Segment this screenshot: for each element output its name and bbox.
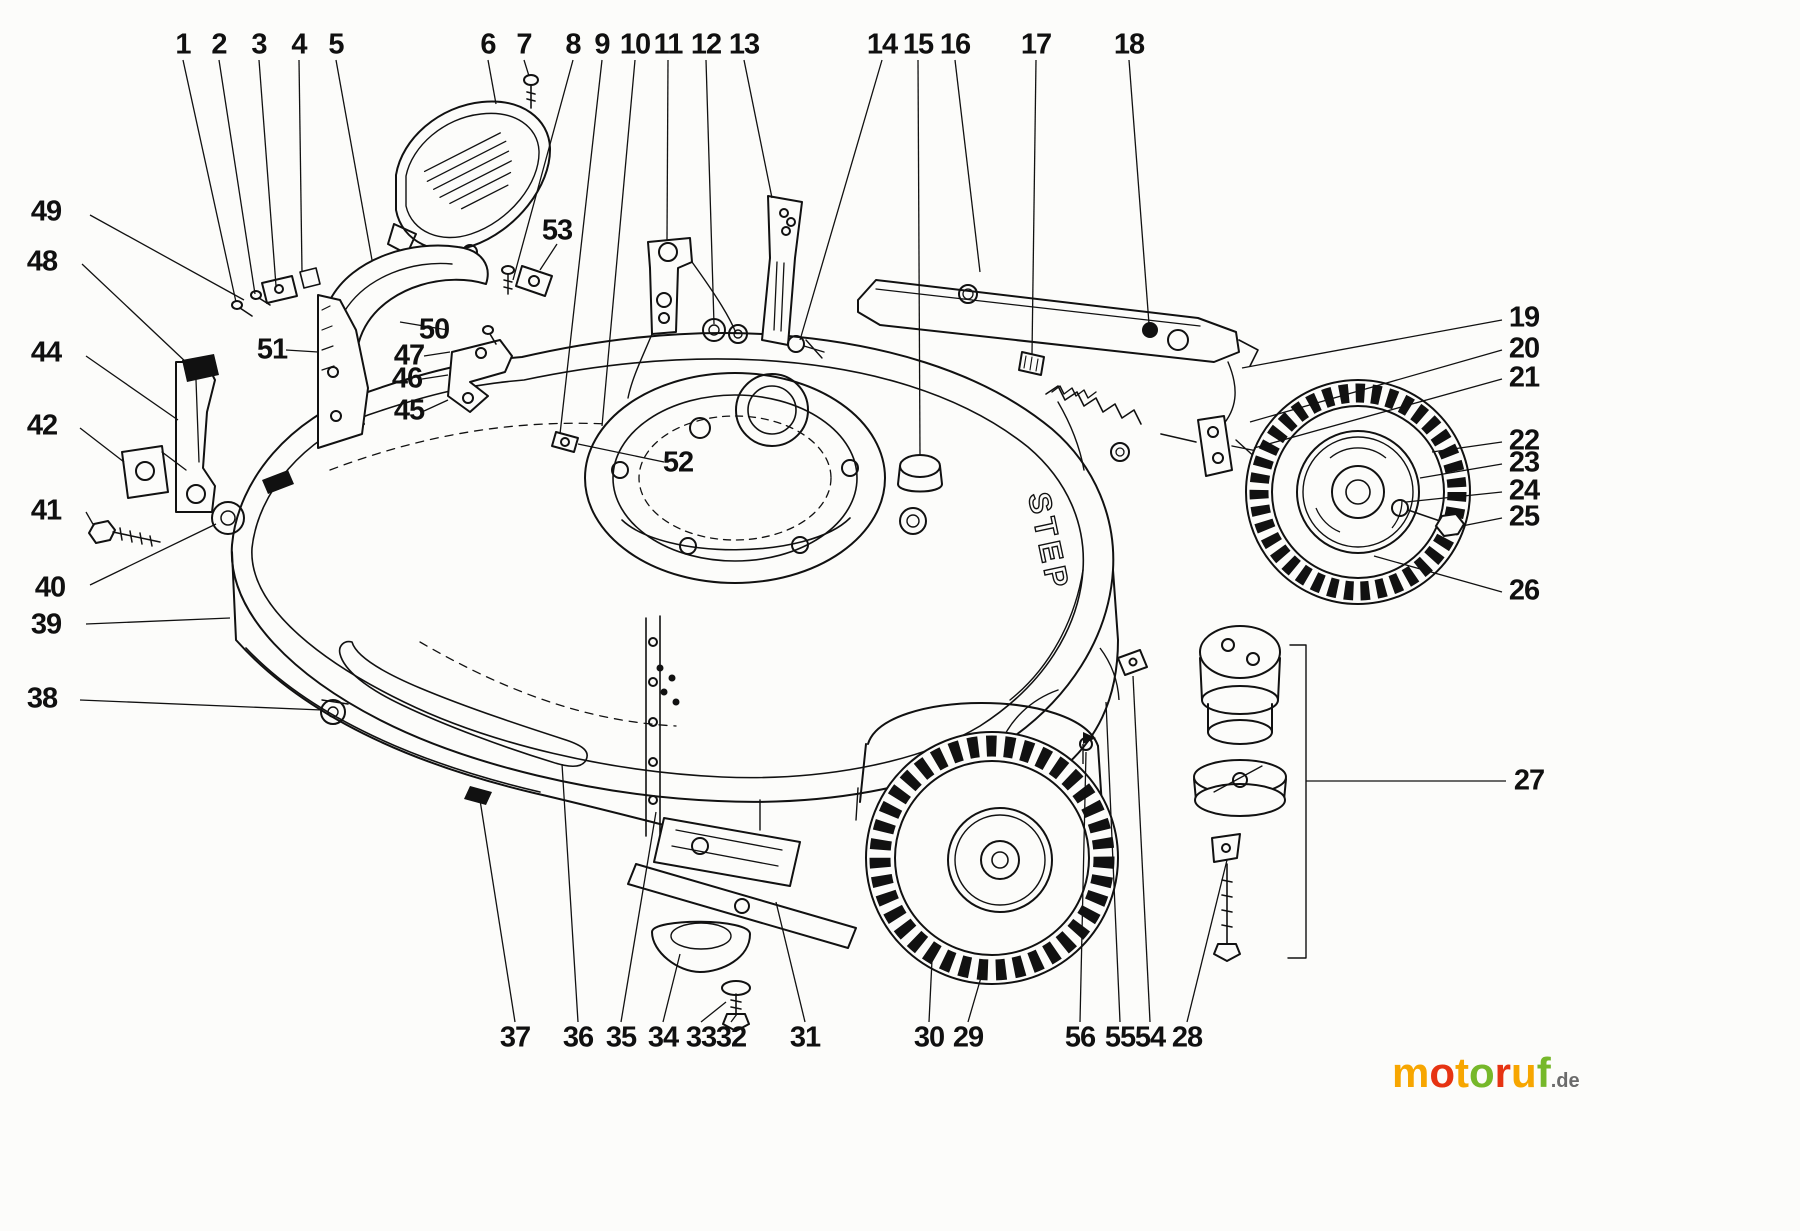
watermark-letter: o — [1429, 1049, 1456, 1096]
watermark-letter: o — [1469, 1049, 1495, 1096]
right-wheel-group — [1245, 379, 1471, 605]
watermark-letter: m — [1392, 1049, 1430, 1096]
linkage-group — [1045, 385, 1263, 477]
watermark-letter: t — [1455, 1049, 1470, 1096]
pulley-group — [1193, 625, 1307, 962]
leader-lines — [79, 59, 1506, 1023]
watermark-suffix: .de — [1550, 1070, 1580, 1092]
rear-wheel-group — [865, 731, 1119, 985]
handle-group — [627, 195, 825, 399]
shroud-group — [387, 74, 552, 260]
deck-group — [230, 332, 1119, 837]
left-parts-group — [88, 354, 349, 725]
watermark-letter: f — [1536, 1049, 1551, 1096]
blade-assembly-group — [627, 817, 857, 1032]
frame-bar-group — [857, 279, 1259, 427]
decal-text-lines — [423, 132, 512, 210]
baffle-group — [231, 244, 579, 453]
motoruf-watermark: motoruf.de — [1392, 1052, 1580, 1094]
watermark-letter: r — [1494, 1049, 1512, 1096]
rear-pins-group — [1079, 647, 1148, 764]
watermark-letter: u — [1511, 1049, 1537, 1096]
